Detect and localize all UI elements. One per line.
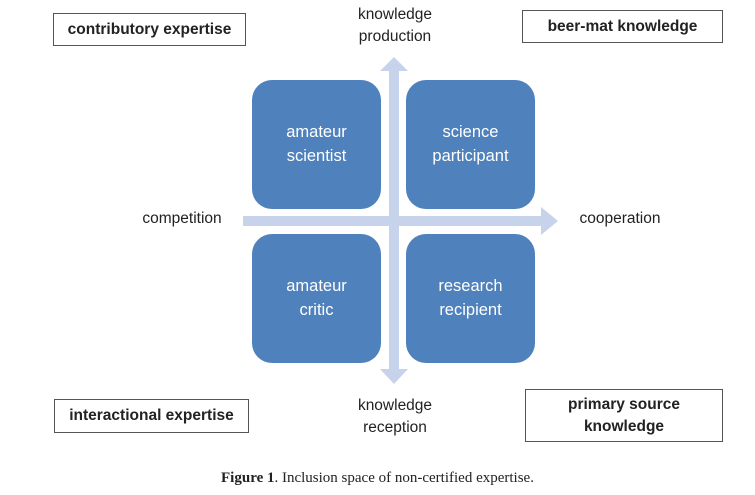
corner-box-beer-mat-knowledge: beer-mat knowledge: [522, 10, 723, 43]
axis-label-knowledge-reception: knowledge reception: [320, 395, 470, 439]
quadrant-label-line2: recipient: [439, 301, 502, 319]
axis-label-competition: competition: [142, 210, 222, 227]
quadrant-label-line2: scientist: [286, 147, 347, 165]
axis-label-line1: knowledge: [357, 397, 433, 414]
corner-box-contributory-expertise: contributory expertise: [53, 13, 246, 46]
horizontal-axis-arrow: [243, 207, 558, 235]
axis-label-cooperation: cooperation: [579, 210, 661, 227]
quadrant-label-line2: critic: [299, 301, 334, 319]
quadrant-amateur-scientist: amateur scientist: [252, 80, 381, 209]
corner-label: beer-mat knowledge: [547, 17, 698, 35]
corner-label: contributory expertise: [67, 20, 232, 38]
quadrant-research-recipient: research recipient: [406, 234, 535, 363]
axis-label-line2: reception: [363, 419, 427, 436]
axis-label-line1: knowledge: [357, 6, 433, 23]
axis-label-line2: production: [358, 28, 432, 45]
quadrant-label-line1: amateur: [286, 277, 347, 295]
axis-label-knowledge-production: knowledge production: [320, 4, 470, 48]
corner-box-primary-source-knowledge: primary source knowledge: [525, 389, 723, 442]
figure-caption-separator: .: [274, 470, 282, 486]
corner-box-interactional-expertise: interactional expertise: [54, 399, 249, 433]
figure-caption-label: Figure 1: [221, 470, 275, 486]
quadrant-label-line2: participant: [432, 147, 509, 165]
corner-label-line1: primary source: [568, 395, 680, 413]
quadrant-amateur-critic: amateur critic: [252, 234, 381, 363]
figure-caption-text: Inclusion space of non-certified experti…: [281, 470, 534, 486]
quadrant-label-line1: amateur: [286, 123, 347, 141]
quadrant-label-line1: science: [442, 123, 499, 141]
corner-label-line2: knowledge: [583, 417, 665, 435]
quadrant-label-line1: research: [438, 277, 503, 295]
figure-caption: Figure 1. Inclusion space of non-certifi…: [0, 470, 755, 487]
corner-label: interactional expertise: [69, 407, 234, 424]
quadrant-science-participant: science participant: [406, 80, 535, 209]
